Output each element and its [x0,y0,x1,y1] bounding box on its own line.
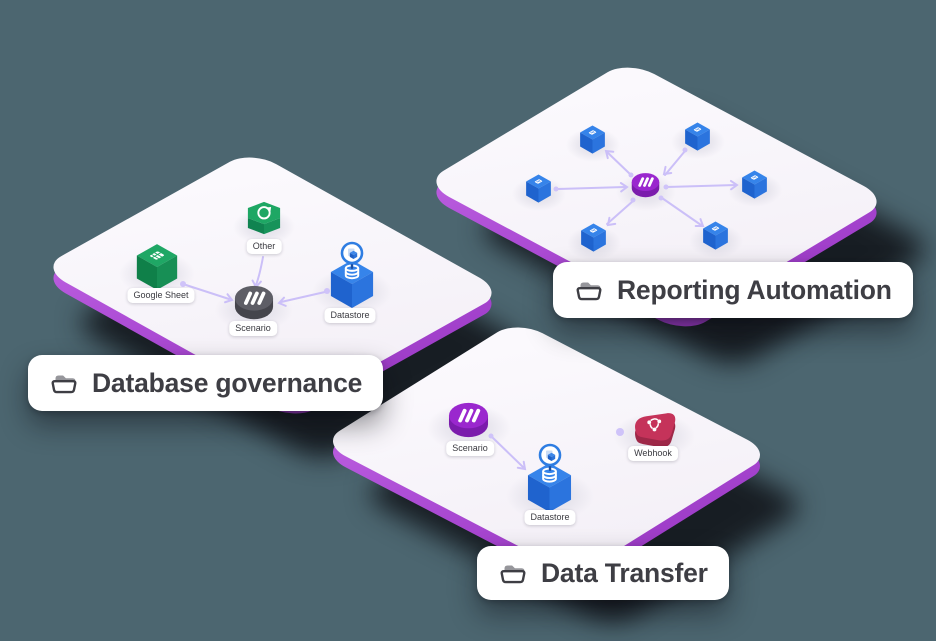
hub-scenario-node-icon[interactable] [629,171,662,200]
node-label: Scenario [446,441,494,456]
folder-tag-label: Database governance [92,367,363,398]
folder-tag-data-transfer[interactable]: Data Transfer [477,546,729,600]
node-label: Google Sheet [127,288,195,303]
node-label: Datastore [524,510,576,525]
webhook-node-icon[interactable] [630,408,678,450]
folder-icon [500,565,526,584]
node-label: Other [246,239,282,254]
folder-tag-database-governance[interactable]: Database governance [28,355,384,411]
report-node-icon[interactable] [741,169,768,200]
report-node-icon[interactable] [525,173,552,204]
node-label: Scenario [229,321,277,336]
scenario-node-icon[interactable] [445,400,492,441]
other-node-icon[interactable] [243,200,285,236]
scenario-node-icon[interactable] [231,283,277,323]
node-label: Webhook [628,446,678,461]
report-node-icon[interactable] [580,222,607,253]
datastore-pin-icon [537,443,563,477]
datastore-pin-icon [339,241,365,275]
folder-tag-reporting-automation[interactable]: Reporting Automation [553,262,913,318]
report-node-icon[interactable] [684,121,711,152]
node-label: Datastore [324,308,376,323]
report-node-icon[interactable] [702,220,729,251]
google-sheet-node-icon[interactable] [135,242,179,292]
folder-icon [51,375,77,394]
folder-icon [576,282,602,301]
report-node-icon[interactable] [579,124,606,155]
folder-tag-label: Reporting Automation [617,274,892,305]
folder-tag-label: Data Transfer [541,557,708,588]
